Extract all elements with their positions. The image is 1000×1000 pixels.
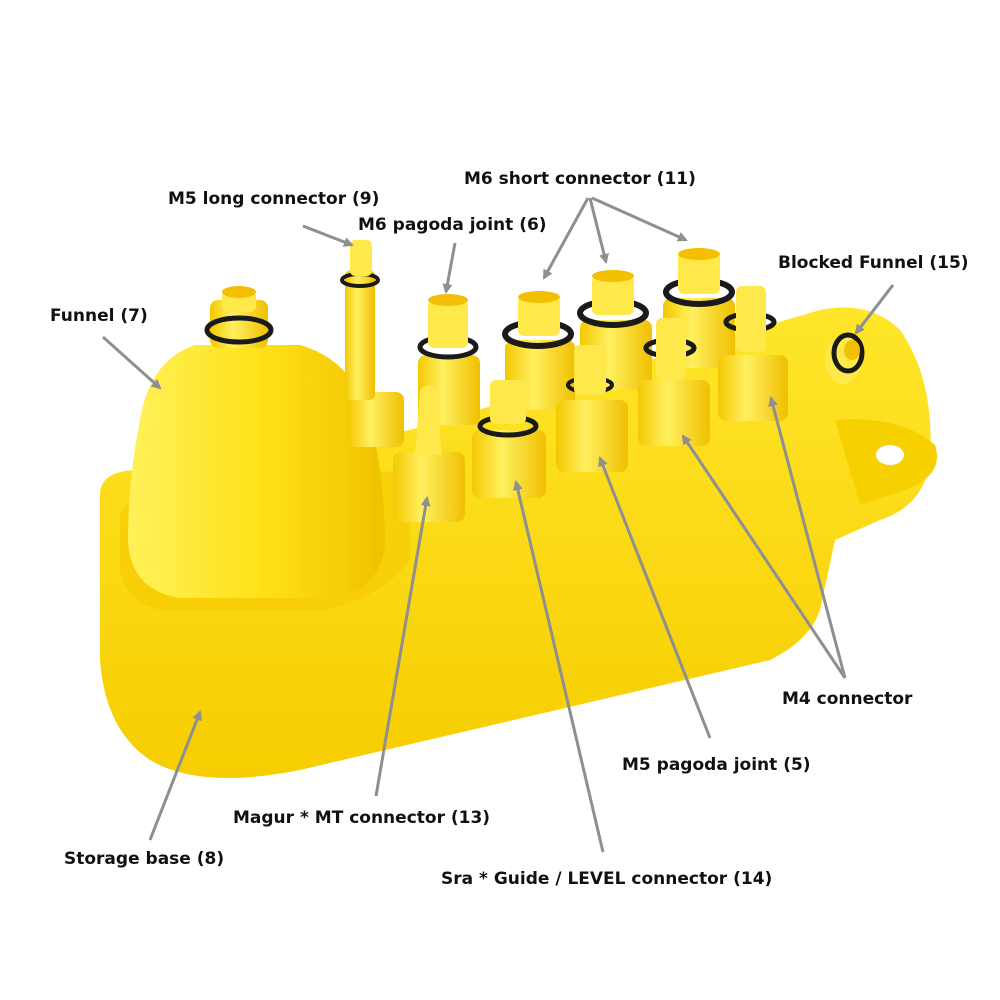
label-funnel: Funnel (7) bbox=[50, 306, 148, 326]
arrow-m5-long bbox=[302, 224, 354, 247]
arrow-storage-base bbox=[148, 710, 202, 841]
arrow-m4-2 bbox=[768, 396, 847, 679]
magur-mt-connector bbox=[393, 385, 465, 522]
arrow-m6-short-1 bbox=[542, 197, 590, 280]
sra-guide-level-connector bbox=[472, 380, 546, 498]
m5-long-connector bbox=[340, 240, 404, 447]
label-m4-connector: M4 connector bbox=[782, 689, 913, 709]
label-m5-long-connector: M5 long connector (9) bbox=[168, 189, 380, 209]
label-m6-short-connector: M6 short connector (11) bbox=[464, 169, 696, 189]
leader-arrows bbox=[101, 196, 895, 853]
label-magur-mt-connector: Magur * MT connector (13) bbox=[233, 808, 491, 828]
arrow-funnel bbox=[101, 335, 162, 390]
hanging-hole-icon bbox=[876, 445, 904, 465]
arrow-m4-1 bbox=[681, 434, 847, 679]
label-storage-base: Storage base (8) bbox=[64, 849, 225, 869]
arrow-magur-mt bbox=[374, 496, 431, 797]
label-blocked-funnel: Blocked Funnel (15) bbox=[778, 253, 969, 273]
label-m5-pagoda-joint: M5 pagoda joint (5) bbox=[622, 755, 811, 775]
label-sra-guide-level-connector: Sra * Guide / LEVEL connector (14) bbox=[441, 869, 773, 889]
arrow-sra-guide bbox=[512, 480, 605, 853]
arrow-m6-short-2 bbox=[588, 197, 609, 264]
arrow-m6-short-3 bbox=[591, 196, 688, 242]
m4-connector-1 bbox=[638, 318, 710, 446]
blocked-funnel bbox=[825, 332, 865, 384]
label-m6-pagoda-joint: M6 pagoda joint (6) bbox=[358, 215, 547, 235]
arrow-m6-pagoda bbox=[442, 242, 457, 294]
arrow-m5-pagoda bbox=[598, 456, 712, 739]
funnel bbox=[128, 286, 385, 598]
m5-pagoda-joint bbox=[556, 345, 628, 472]
arrow-blocked-funnel bbox=[854, 284, 895, 335]
